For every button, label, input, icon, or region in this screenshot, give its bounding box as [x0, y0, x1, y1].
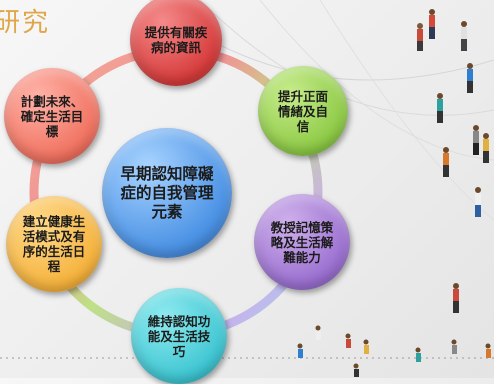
element-disease-information: 提供有關疾病的資訊	[130, 0, 222, 86]
element-cognitive-function: 維持認知功能及生活技巧	[131, 288, 227, 384]
element-memory-strategies: 教授記憶策略及生活解難能力	[254, 194, 350, 290]
people-figures	[417, 23, 423, 51]
element-healthy-lifestyle: 建立健康生活模式及有序的生活日程	[6, 196, 102, 292]
element-future-planning: 計劃未來、確定生活目標	[4, 68, 100, 164]
person-icon	[417, 23, 423, 51]
slide-title: 研究	[0, 8, 51, 38]
element-positive-emotion: 提升正面情緒及自信	[258, 66, 348, 156]
center-self-management: 早期認知障礙症的自我管理元素	[102, 128, 232, 258]
